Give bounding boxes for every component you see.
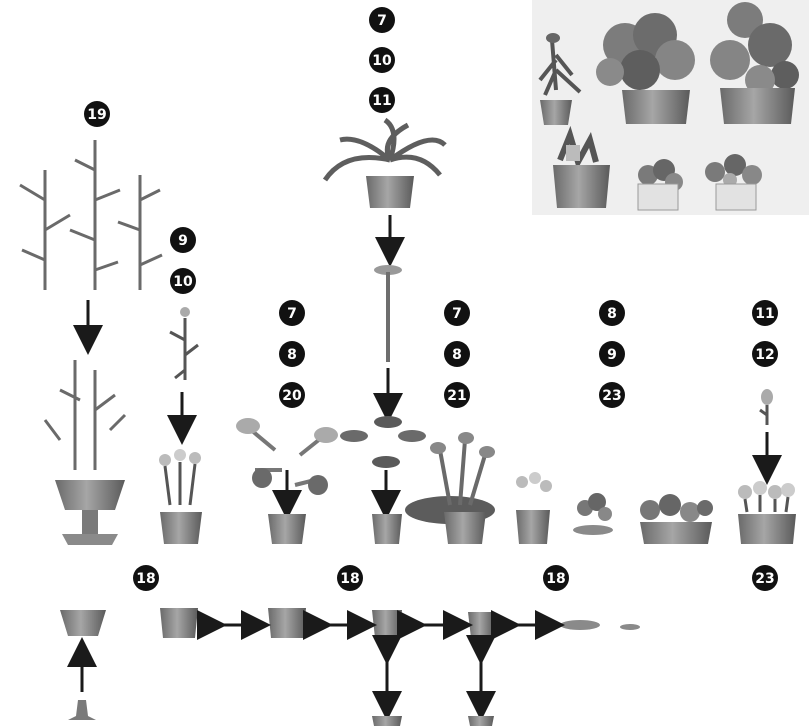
pot-a (268, 514, 306, 544)
svg-text:9: 9 (178, 233, 188, 249)
potted-daisies (159, 449, 202, 544)
lily-pads (340, 416, 426, 468)
badge-8-a: 8 (279, 341, 305, 367)
panel-plant-2 (596, 13, 695, 124)
badge-top-10: 10 (369, 47, 395, 73)
svg-text:19: 19 (87, 107, 106, 123)
pot-empty-2 (268, 608, 306, 638)
svg-text:23: 23 (755, 571, 774, 587)
urn-base-bottom (68, 700, 96, 720)
saucer-plant (573, 493, 613, 535)
badge-18-2: 18 (337, 565, 363, 591)
morning-glory-plant (236, 418, 338, 495)
tulip-bud (759, 389, 773, 425)
pot-empty-3 (372, 610, 402, 638)
badge-top-7: 7 (369, 7, 395, 33)
svg-text:7: 7 (377, 13, 387, 29)
svg-text:18: 18 (546, 571, 565, 587)
svg-text:10: 10 (173, 274, 193, 290)
svg-text:11: 11 (755, 306, 774, 322)
svg-text:7: 7 (287, 306, 297, 322)
lily-stem (374, 265, 402, 362)
badge-8-c: 8 (599, 300, 625, 326)
calla-lily-plant (405, 432, 495, 544)
badge-18-1: 18 (133, 565, 159, 591)
svg-text:21: 21 (447, 388, 466, 404)
svg-text:12: 12 (755, 347, 774, 363)
svg-text:9: 9 (607, 347, 617, 363)
svg-text:10: 10 (372, 53, 392, 69)
urn-pot-empty (60, 610, 106, 636)
pot-bottom-1 (372, 716, 402, 726)
badge-19: 19 (84, 101, 110, 127)
panel-plant-5 (637, 159, 683, 211)
svg-text:7: 7 (452, 306, 462, 322)
svg-text:11: 11 (372, 93, 391, 109)
svg-text:18: 18 (340, 571, 359, 587)
badge-7-a: 7 (279, 300, 305, 326)
badge-23-c: 23 (599, 382, 625, 408)
tulip-planter (738, 481, 796, 544)
top-potted-plant (322, 117, 447, 208)
svg-text:23: 23 (602, 388, 621, 404)
flower-stem (169, 307, 199, 380)
badge-10-left: 10 (170, 268, 196, 294)
saucer-empty-2 (620, 624, 640, 630)
potted-small-flowers (516, 472, 552, 544)
panel-plant-4 (553, 125, 610, 208)
urn-plant (43, 360, 127, 545)
svg-text:20: 20 (282, 388, 302, 404)
pot-empty-1 (160, 608, 198, 638)
badge-11-d: 11 (752, 300, 778, 326)
panel-plant-6 (705, 154, 762, 211)
panel-plant-1 (538, 33, 582, 125)
svg-text:8: 8 (452, 347, 462, 363)
panel-plant-3 (710, 2, 799, 124)
badge-8-b: 8 (444, 341, 470, 367)
badge-18-3: 18 (543, 565, 569, 591)
badge-9-left: 9 (170, 227, 196, 253)
pot-empty-4 (468, 612, 494, 638)
badge-21: 21 (444, 382, 470, 408)
svg-text:8: 8 (287, 347, 297, 363)
tall-grass-plant (19, 140, 163, 290)
svg-text:8: 8 (607, 306, 617, 322)
badge-9-c: 9 (599, 341, 625, 367)
svg-text:18: 18 (136, 571, 155, 587)
planter-box (640, 494, 713, 544)
badge-23-pot: 23 (752, 565, 778, 591)
saucer-empty-1 (560, 620, 600, 630)
badge-top-11: 11 (369, 87, 395, 113)
center-small-pot (372, 514, 402, 544)
double-arrows-vertical (372, 635, 496, 721)
pot-bottom-2 (468, 716, 494, 726)
badge-7-b: 7 (444, 300, 470, 326)
badge-20: 20 (279, 382, 305, 408)
badge-12-d: 12 (752, 341, 778, 367)
